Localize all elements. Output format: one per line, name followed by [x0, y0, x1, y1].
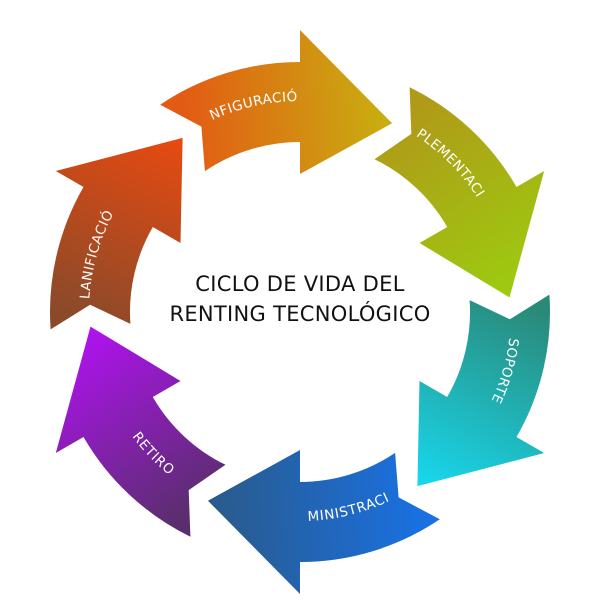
stage-arrow-1 [160, 30, 393, 174]
diagram-title-line-2: RENTING TECNOLÓGICO [169, 302, 431, 326]
arrows-layer [49, 30, 551, 594]
stage-arrow-5 [55, 326, 226, 537]
stage-arrow-3 [417, 294, 551, 487]
stage-arrow-4 [207, 450, 440, 594]
diagram-title-line-1: CICLO DE VIDA DEL [195, 272, 405, 296]
stage-label-1: CONFIGURACIÓN [0, 0, 298, 124]
stage-arrow-2 [374, 87, 545, 298]
stage-arrow-6 [49, 137, 183, 330]
